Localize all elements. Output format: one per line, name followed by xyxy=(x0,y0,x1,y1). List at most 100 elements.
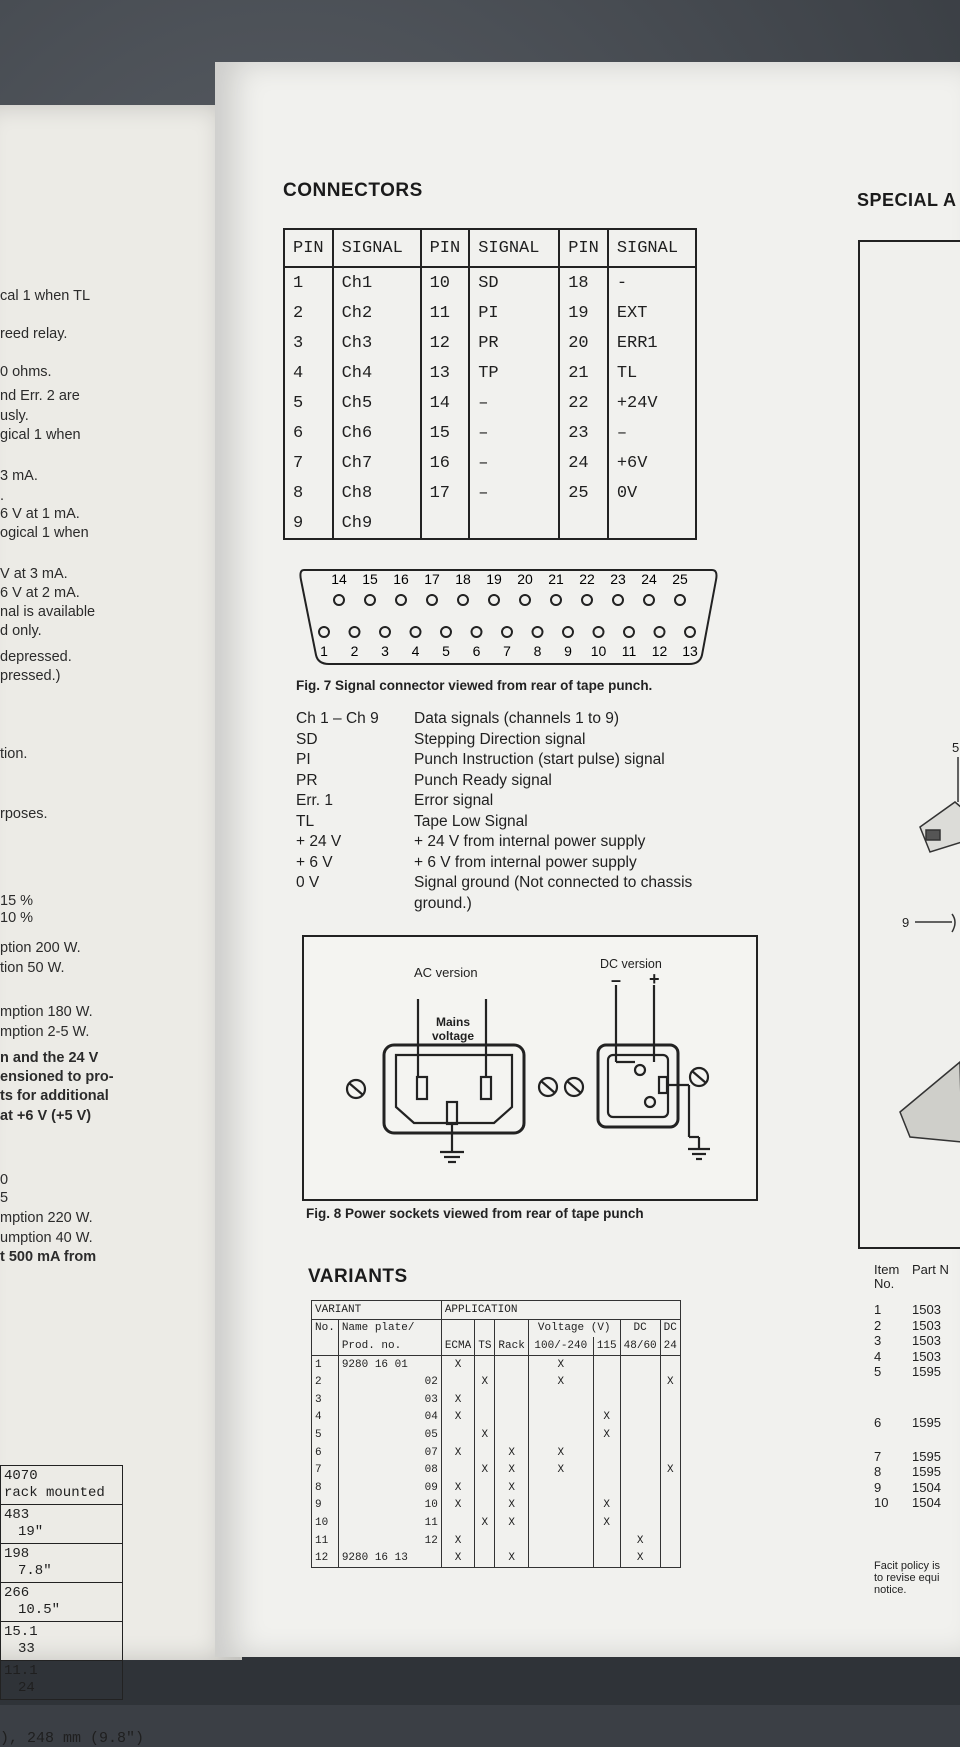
pin-number-cell: 8 xyxy=(283,478,334,508)
dc-header-2: DC xyxy=(659,1318,681,1338)
ts-header: TS xyxy=(474,1337,496,1356)
left-page-line: pressed.) xyxy=(0,668,61,684)
connector-pin xyxy=(592,626,605,638)
variant-number-cell: 9 xyxy=(311,1496,339,1515)
signal-header: SIGNAL xyxy=(468,228,561,268)
connector-pin-label: 9 xyxy=(564,643,572,659)
connector-pin-label: 21 xyxy=(548,571,564,587)
signal-header: SIGNAL xyxy=(331,228,422,268)
left-page-line: mption 2-5 W. xyxy=(0,1024,90,1040)
connector-pin-label: 7 xyxy=(503,643,511,659)
item-header: Item xyxy=(874,1262,900,1277)
left-page-line: d only. xyxy=(0,623,42,639)
policy-line-2: to revise equi xyxy=(874,1572,940,1584)
variant-application-cell: X xyxy=(494,1443,529,1462)
variant-application-cell xyxy=(619,1408,661,1427)
variant-application-cell: X xyxy=(494,1514,529,1532)
dimension-unit-value: 10.5" xyxy=(18,1602,61,1618)
variant-application-cell: X xyxy=(440,1408,476,1427)
variant-application-cell xyxy=(494,1531,529,1550)
connectors-heading: CONNECTORS xyxy=(283,180,423,201)
dimension-unit-value: 7.8" xyxy=(18,1563,52,1579)
left-page-line: 3 mA. xyxy=(0,468,38,484)
legend-code: + 24 V xyxy=(296,833,342,850)
left-page-line: n and the 24 V xyxy=(0,1050,99,1066)
variant-application-cell xyxy=(494,1408,529,1427)
variant-application-cell: X xyxy=(440,1390,476,1409)
connector-pin xyxy=(409,626,422,638)
variant-application-cell xyxy=(592,1461,621,1479)
rack-header: Rack xyxy=(494,1337,529,1356)
pin-number-cell: 14 xyxy=(419,388,471,418)
part-number: 1503 xyxy=(912,1302,941,1317)
variant-application-cell xyxy=(440,1461,476,1479)
variant-application-cell xyxy=(494,1355,529,1374)
signal-cell: +24V xyxy=(606,388,697,418)
dc-version-label: DC version xyxy=(600,957,662,971)
dimension-value: 11.1 xyxy=(4,1663,38,1679)
legend-row: + 6 V+ 6 V from internal power supply xyxy=(296,854,766,875)
signal-cell: PR xyxy=(468,328,561,358)
variant-application-cell xyxy=(474,1531,496,1550)
variant-prodno-cell: 09 xyxy=(337,1478,442,1497)
legend-code: Err. 1 xyxy=(296,792,334,809)
variant-application-cell xyxy=(659,1514,681,1532)
variant-application-cell: X xyxy=(659,1373,681,1391)
variant-application-cell xyxy=(474,1355,496,1374)
left-page-line: reed relay. xyxy=(0,326,68,342)
variant-application-cell: X xyxy=(659,1461,681,1479)
dimension-value: 266 xyxy=(4,1585,30,1601)
variants-header-row-2: No. Name plate/ Voltage (V) DC DC xyxy=(311,1318,681,1338)
connector-pin-label: 5 xyxy=(442,643,450,659)
variant-application-cell xyxy=(474,1496,496,1515)
connector-pin xyxy=(395,594,407,606)
connector-pin xyxy=(612,594,624,606)
variant-application-cell xyxy=(474,1443,496,1462)
callout-5: 5 xyxy=(952,740,960,755)
pin-number-cell xyxy=(419,508,471,540)
left-page-line: mption 180 W. xyxy=(0,1004,93,1020)
left-page-line: 6 V at 1 mA. xyxy=(0,506,80,522)
prodno-header: Prod. no. xyxy=(337,1337,442,1356)
left-page-line: cal 1 when TL xyxy=(0,288,91,304)
pin-number-cell: 19 xyxy=(558,298,609,328)
variant-application-cell: X xyxy=(494,1549,529,1568)
connector-pin xyxy=(333,594,345,606)
item-number: 8 xyxy=(874,1464,882,1480)
variant-prodno-cell: 08 xyxy=(337,1461,442,1479)
item-number: 4 xyxy=(874,1348,882,1364)
signal-cell: EXT xyxy=(606,298,697,328)
dimension-unit-value: 24 xyxy=(18,1680,35,1696)
variant-application-cell xyxy=(619,1373,661,1391)
mains-voltage-label: Mains voltage xyxy=(432,1015,474,1043)
variant-number-cell: 7 xyxy=(311,1461,339,1479)
connector-pin xyxy=(562,626,574,638)
connector-pin-label: 24 xyxy=(641,571,657,587)
variant-application-cell xyxy=(494,1390,529,1409)
connector-pin xyxy=(684,626,696,638)
variant-application-cell xyxy=(659,1478,681,1497)
variant-number-cell: 6 xyxy=(311,1443,339,1462)
signal-cell: Ch4 xyxy=(331,358,422,388)
variant-prodno-cell: 03 xyxy=(337,1390,442,1409)
left-page-line: depressed. xyxy=(0,649,72,665)
signal-cell: Ch7 xyxy=(331,448,422,478)
pin-number-cell: 13 xyxy=(419,358,471,388)
policy-line-1: Facit policy is xyxy=(874,1560,941,1572)
